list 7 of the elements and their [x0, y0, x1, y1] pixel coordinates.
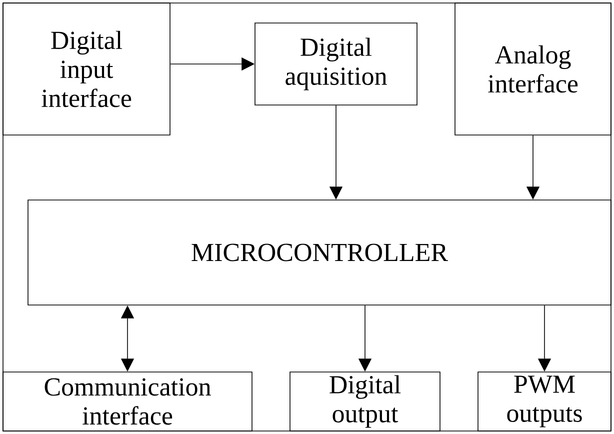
block-box: Analog interface: [454, 2, 612, 136]
block-box: Communication interface: [2, 372, 252, 432]
block-box: PWM outputs: [478, 372, 612, 432]
block-box: MICROCONTROLLER: [28, 200, 612, 306]
block-box: Digital input interface: [2, 2, 170, 136]
block-box: Digital output: [290, 372, 440, 432]
block-box: Digital aquisition: [254, 22, 418, 106]
